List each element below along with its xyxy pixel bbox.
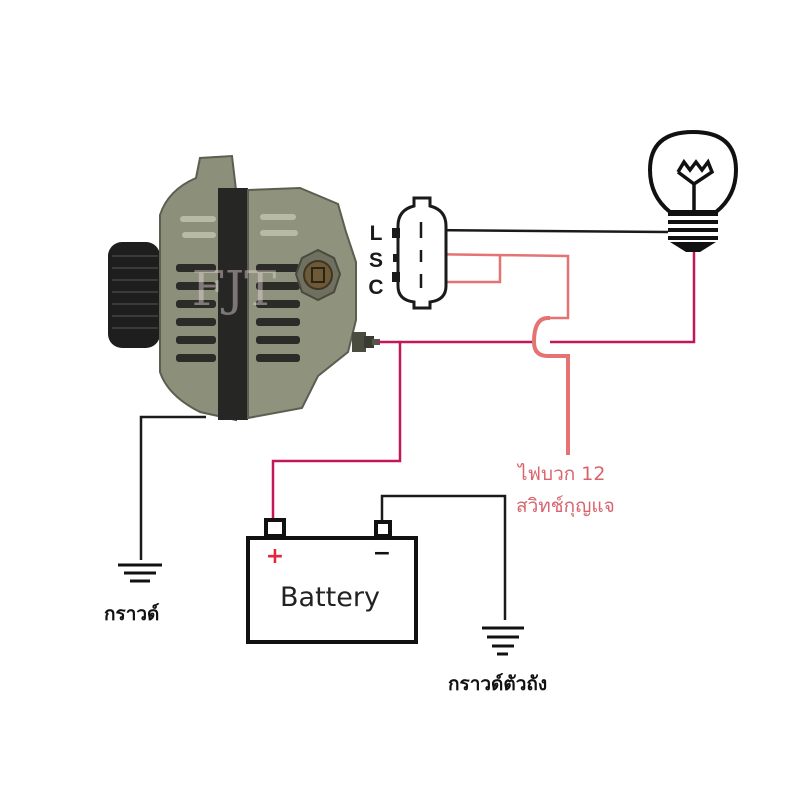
- wire-alternator-ground: [139, 415, 206, 560]
- ground-icon-body: [482, 626, 524, 656]
- battery-positive-sign: +: [266, 544, 284, 569]
- alternator-watermark: FJT: [192, 261, 277, 317]
- battery-label: Battery: [280, 582, 380, 613]
- wire-battery-negative-ground: [380, 494, 507, 620]
- ignition-label-line1: ไฟบวก 12: [516, 463, 605, 485]
- alternator: FJT: [108, 154, 380, 422]
- wire-crossover-hop: [531, 316, 570, 455]
- alternator-vents: [176, 264, 300, 362]
- alternator-pulley: [108, 242, 160, 348]
- ground-label-alternator: กราวด์: [104, 603, 159, 625]
- wire-s-terminal: [420, 252, 570, 320]
- alternator-plug-socket: [294, 248, 342, 302]
- alternator-stator: [218, 188, 248, 420]
- connector: L S C: [368, 196, 448, 310]
- connector-pin-l-label: L: [370, 222, 383, 245]
- ground-icon-alternator: [118, 563, 162, 583]
- ignition-label-line2: สวิทช์กุญแจ: [516, 495, 615, 518]
- battery-body: [246, 536, 418, 644]
- wire-b-plus-to-battery: [271, 342, 402, 520]
- connector-pin-c-label: C: [368, 276, 383, 299]
- battery: + − Battery: [246, 518, 418, 644]
- connector-pin-s-label: S: [369, 249, 383, 272]
- wire-b-plus-to-lamp-2: [550, 252, 696, 344]
- alternator-b-terminal: [352, 332, 380, 352]
- battery-positive-terminal: [264, 518, 286, 538]
- battery-negative-terminal: [374, 520, 392, 538]
- lamp-icon: [647, 129, 739, 252]
- battery-negative-sign: −: [373, 541, 391, 566]
- ground-label-body: กราวด์ตัวถัง: [448, 673, 547, 695]
- wire-l-to-lamp: [423, 228, 669, 234]
